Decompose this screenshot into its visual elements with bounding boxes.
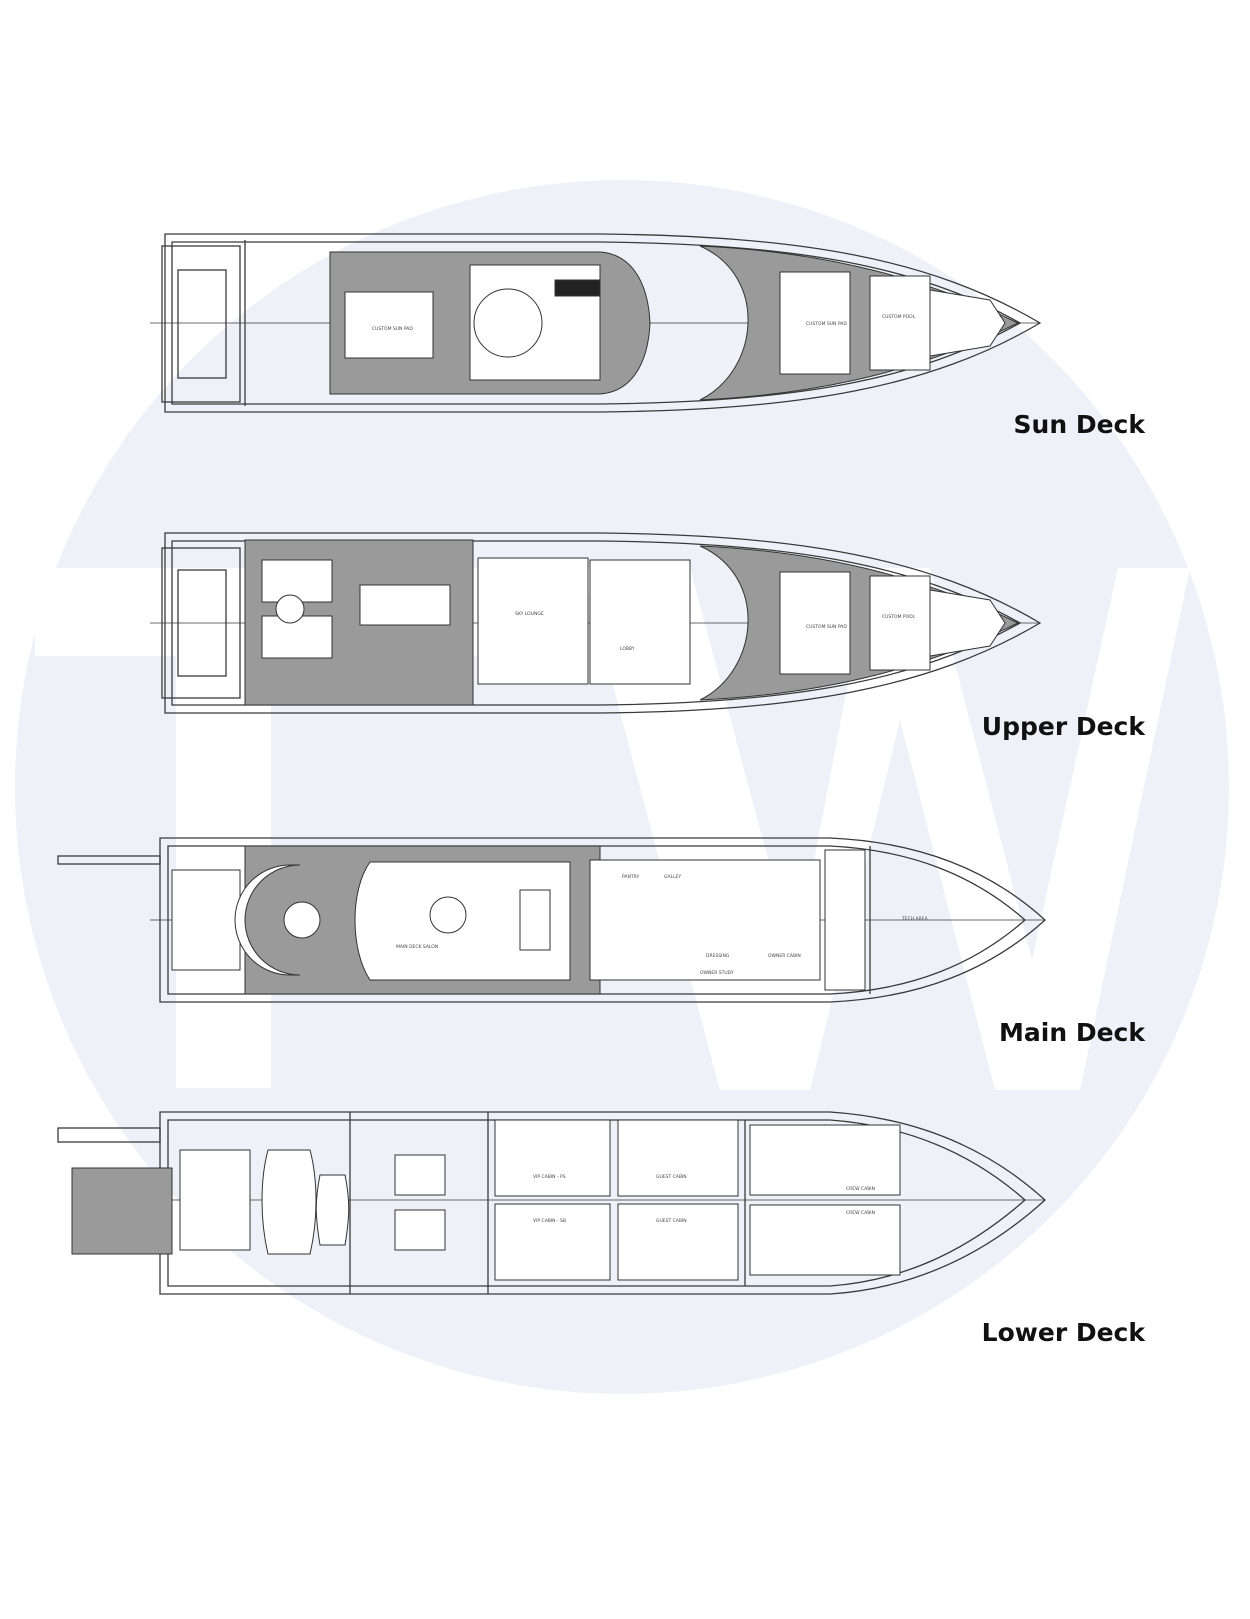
room-label: VIP CABIN - PS	[533, 1174, 566, 1180]
main-deck-drawing: MAIN DECK SALON PANTRY GALLEY OWNER CABI…	[57, 837, 1046, 1003]
room-label: CREW CABIN	[846, 1210, 875, 1216]
room-label: TECH AREA	[901, 916, 929, 922]
sun-deck-drawing: CUSTOM SUN PAD CUSTOM POOL CUSTOM SUN PA…	[150, 233, 1042, 413]
room-label: GUEST CABIN	[656, 1218, 687, 1224]
deck-title: Sun Deck	[1013, 410, 1145, 439]
room-label: CUSTOM SUN PAD	[806, 624, 847, 630]
room-label: LOBBY	[620, 646, 635, 652]
room-label: CUSTOM SUN PAD	[806, 321, 847, 327]
deck-title: Lower Deck	[981, 1318, 1145, 1347]
upper-deck-drawing: SKY LOUNGE LOBBY CUSTOM SUN PAD CUSTOM P…	[150, 532, 1042, 714]
deck-title: Main Deck	[999, 1018, 1145, 1047]
room-label: VIP CABIN - SB	[533, 1218, 566, 1224]
room-label: GUEST CABIN	[656, 1174, 687, 1180]
room-label: PANTRY	[622, 874, 639, 880]
room-label: CUSTOM POOL	[882, 314, 916, 320]
room-label: CREW CABIN	[846, 1186, 875, 1192]
deck-title: Upper Deck	[981, 712, 1145, 741]
room-label: SKY LOUNGE	[515, 611, 544, 617]
room-label: CUSTOM SUN PAD	[372, 326, 413, 332]
room-label: MAIN DECK SALON	[396, 944, 438, 950]
room-label: CUSTOM POOL	[882, 614, 916, 620]
room-label: OWNER STUDY	[700, 970, 734, 976]
room-label: OWNER CABIN	[768, 953, 801, 959]
room-label: GALLEY	[664, 874, 681, 880]
lower-deck-drawing: VIP CABIN - PS VIP CABIN - SB GUEST CABI…	[57, 1111, 1046, 1295]
room-label: DRESSING	[706, 953, 730, 959]
